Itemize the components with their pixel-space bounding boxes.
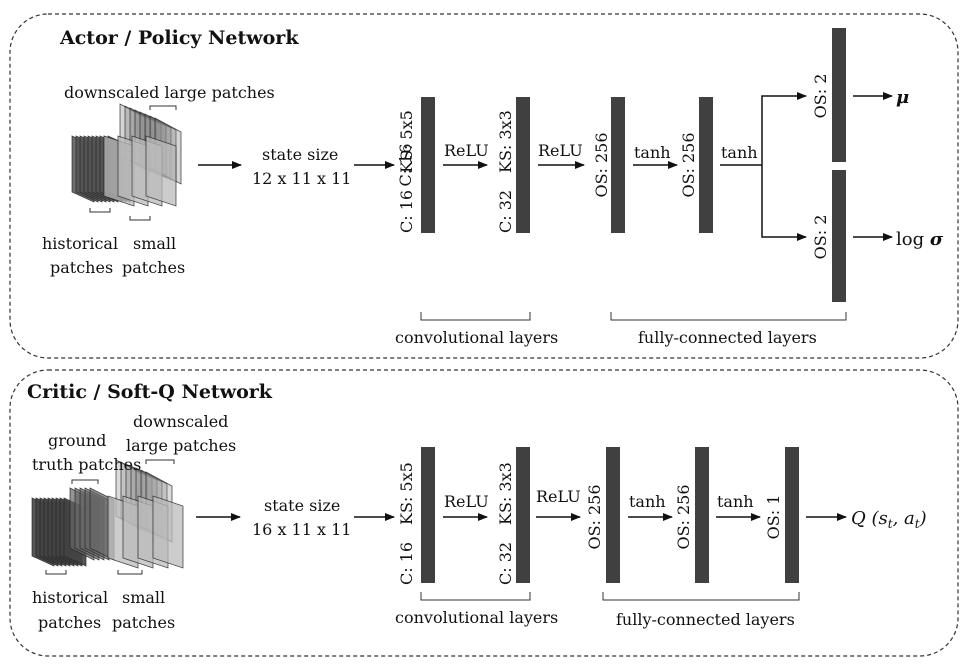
- critic-fc-label: fully-connected layers: [616, 610, 795, 629]
- actor-fc-layer-2: [699, 97, 713, 233]
- critic-panel: Critic / Soft-Q Network downscaled large…: [9, 369, 959, 657]
- critic-small-bracket: [117, 570, 143, 575]
- critic-downscaled-bracket: [145, 459, 175, 464]
- critic-downscaled-label-1: downscaled: [133, 412, 228, 431]
- critic-ground-bracket: [71, 479, 99, 484]
- critic-output-q-sub-2: t: [915, 517, 920, 531]
- critic-conv-layer-2: [516, 447, 530, 583]
- actor-title: Actor / Policy Network: [59, 27, 299, 49]
- actor-activation-2: ReLU: [538, 141, 583, 160]
- critic-output-q-close: ): [919, 508, 927, 529]
- actor-layer1-label: C: 16: [396, 143, 415, 186]
- critic-output-q: Q (st, at): [851, 508, 927, 531]
- critic-downscaled-label-2: large patches: [126, 436, 236, 455]
- actor-fc-bracket: [610, 312, 847, 321]
- critic-ground-label-1: ground: [48, 431, 106, 450]
- actor-state-label-2: 12 x 11 x 11: [252, 169, 351, 188]
- critic-output-q-mid: , a: [893, 508, 915, 529]
- actor-output-sigma: log σ: [896, 229, 944, 250]
- critic-layer4-label: OS: 256: [674, 484, 693, 549]
- critic-layer2-text: C: 32 KS: 3x3: [496, 462, 515, 585]
- actor-layer2-text: C: 32 KS: 3x3: [496, 110, 515, 233]
- critic-output-q-open: Q (s: [851, 508, 888, 529]
- actor-arrow-split-sigma: [761, 165, 807, 241]
- critic-fc-layer-2: [695, 447, 709, 583]
- actor-output-layer-mu: [832, 28, 846, 162]
- actor-conv-layer-1: [421, 97, 435, 233]
- actor-output-layer-sigma: [832, 170, 846, 302]
- actor-patch-stack: [71, 103, 182, 207]
- actor-layer2-c: C: 32: [496, 190, 515, 233]
- critic-fc-layer-1: [606, 447, 620, 583]
- critic-fc-bracket: [602, 592, 800, 601]
- critic-historical-label-2: patches: [38, 613, 101, 632]
- actor-fc-label: fully-connected layers: [638, 328, 817, 347]
- actor-activation-3: tanh: [634, 143, 671, 162]
- actor-layer1-ks: C: 16: [396, 143, 415, 186]
- critic-panel-border: [9, 369, 959, 657]
- critic-activation-1: ReLU: [444, 492, 489, 511]
- actor-layer1-text: C: 16 KS: 5x5: [397, 110, 416, 233]
- actor-historical-label-2: patches: [50, 258, 113, 277]
- critic-small-label-1: small: [122, 588, 165, 607]
- critic-layer2-c: C: 32: [496, 542, 515, 585]
- critic-activation-2: ReLU: [536, 487, 581, 506]
- critic-conv-bracket: [420, 592, 531, 601]
- critic-small-label-2: patches: [112, 613, 175, 632]
- critic-layer3-label: OS: 256: [585, 484, 604, 549]
- critic-conv-label: convolutional layers: [395, 608, 558, 627]
- critic-layer1-text: C: 16 KS: 5x5: [397, 462, 416, 585]
- actor-conv-label: convolutional layers: [395, 328, 558, 347]
- critic-small-patch-24: [152, 495, 184, 569]
- actor-layer3-label: OS: 256: [592, 132, 611, 197]
- actor-activation-4: tanh: [721, 143, 758, 162]
- actor-historical-bracket: [89, 208, 111, 213]
- actor-small-label-2: patches: [122, 258, 185, 277]
- actor-fc-layer-1: [611, 97, 625, 233]
- actor-layer1-c: C: 16: [397, 190, 416, 233]
- critic-historical-bracket: [45, 570, 67, 575]
- actor-output-mu: μ: [896, 87, 909, 108]
- critic-layer1-k: KS: 5x5: [397, 462, 416, 525]
- actor-layer1-k: KS: 5x5: [397, 110, 416, 173]
- critic-conv-layer-1: [421, 447, 435, 583]
- actor-arrow-split-mu: [761, 92, 807, 165]
- actor-small-bracket: [129, 216, 151, 221]
- critic-layer1-c: C: 16: [397, 542, 416, 585]
- critic-output-q-sub-1: t: [888, 517, 893, 531]
- actor-conv-layer-2: [516, 97, 530, 233]
- critic-state-label-1: state size: [264, 496, 340, 515]
- critic-historical-label-1: historical: [32, 588, 108, 607]
- critic-layer2-k: KS: 3x3: [496, 462, 515, 525]
- critic-state-label-2: 16 x 11 x 11: [252, 520, 351, 539]
- actor-layer6-label: OS: 2: [811, 215, 830, 260]
- critic-activation-4: tanh: [717, 492, 754, 511]
- critic-activation-3: tanh: [629, 492, 666, 511]
- actor-panel-border: [9, 13, 959, 359]
- actor-downscaled-label: downscaled large patches: [64, 83, 275, 102]
- critic-layer5-label: OS: 1: [764, 495, 783, 540]
- actor-downscaled-bracket: [149, 105, 177, 110]
- actor-conv-bracket: [420, 312, 531, 321]
- actor-state-label-1: state size: [262, 145, 338, 164]
- critic-title: Critic / Soft-Q Network: [27, 381, 273, 403]
- actor-small-patch-21: [145, 135, 177, 207]
- actor-activation-1: ReLU: [444, 141, 489, 160]
- critic-ground-label-2: truth patches: [32, 455, 141, 474]
- actor-small-label-1: small: [133, 234, 176, 253]
- actor-output-sigma-symbol: σ: [930, 229, 944, 250]
- actor-layer2-k: KS: 3x3: [496, 110, 515, 173]
- critic-patch-stack: [31, 459, 184, 569]
- critic-output-layer: [785, 447, 799, 583]
- actor-output-log: log: [896, 229, 930, 250]
- actor-layer4-label: OS: 256: [679, 132, 698, 197]
- actor-layer5-label: OS: 2: [811, 74, 830, 119]
- actor-panel: Actor / Policy Network downscaled large …: [9, 13, 959, 359]
- actor-historical-label-1: historical: [42, 234, 118, 253]
